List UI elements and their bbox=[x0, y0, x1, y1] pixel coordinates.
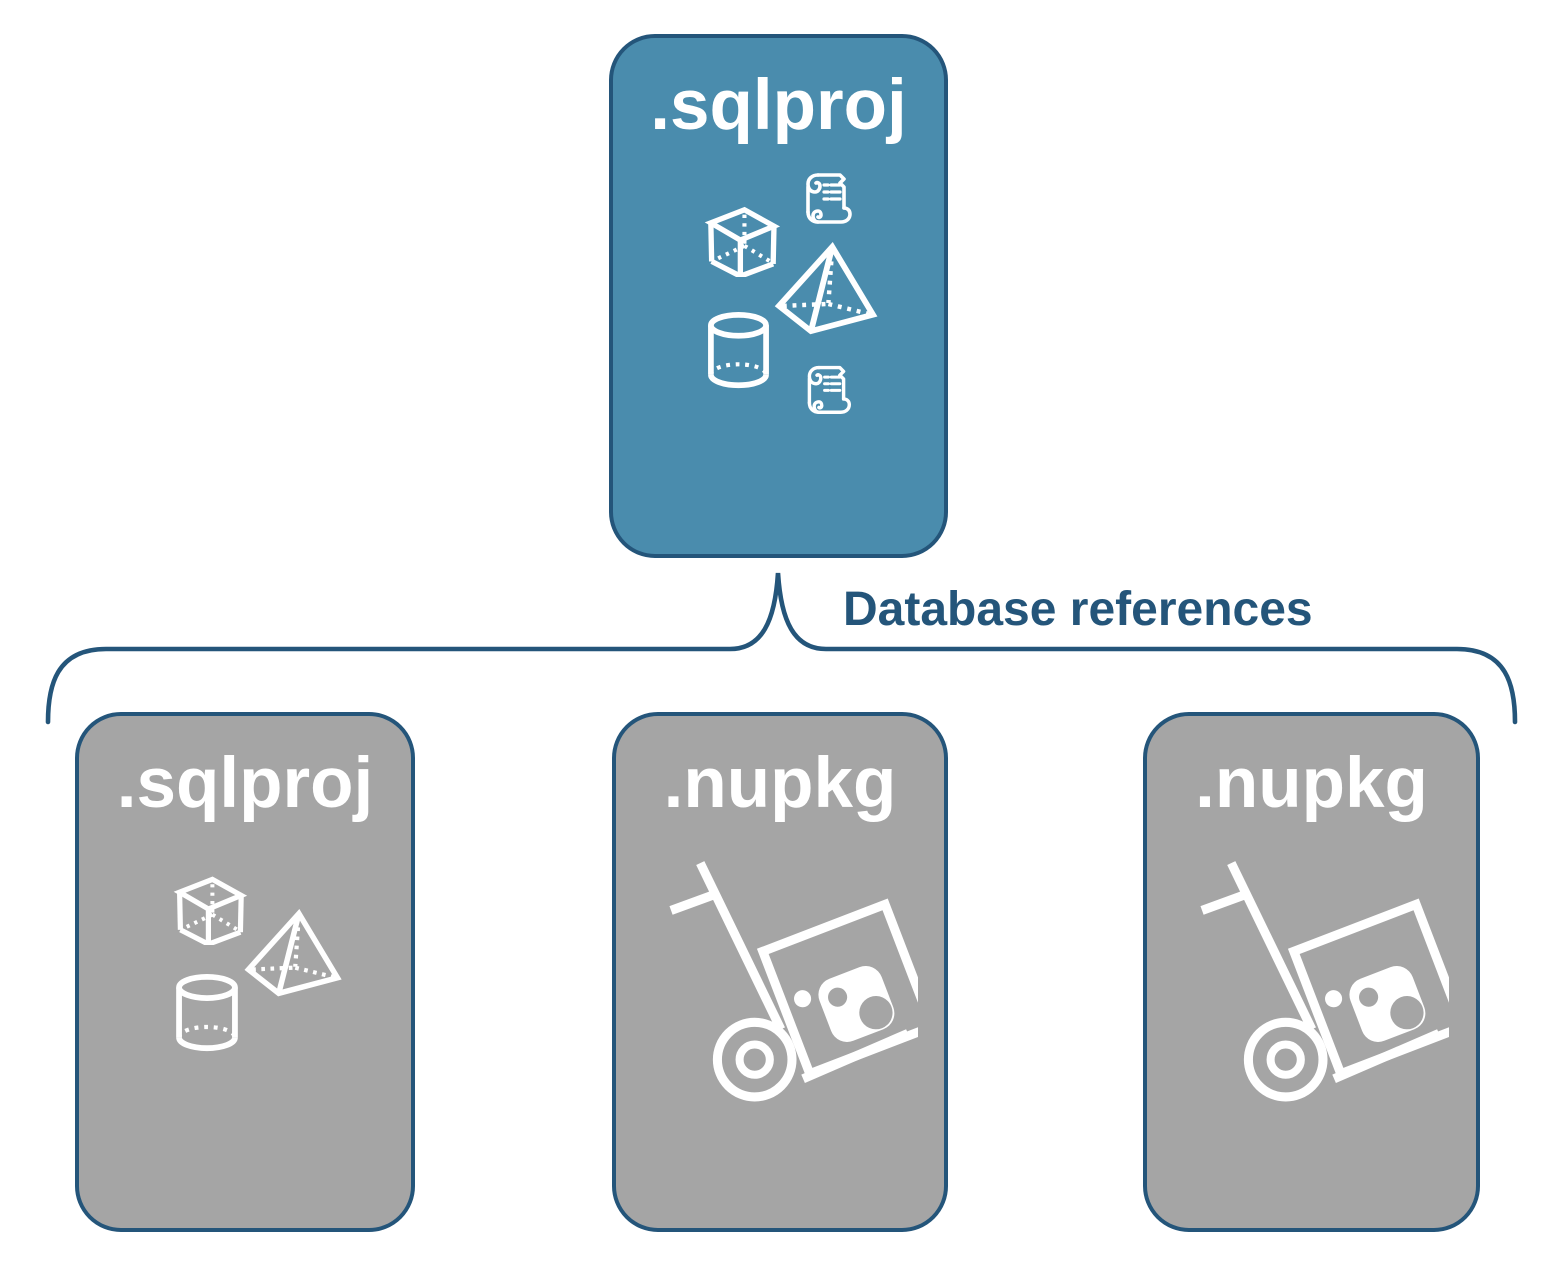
child-nupkg-node-2: .nupkg bbox=[1143, 712, 1480, 1232]
cylinder-icon bbox=[705, 312, 772, 390]
script-scroll-icon bbox=[796, 166, 856, 228]
child-nupkg-node-1: .nupkg bbox=[612, 712, 948, 1232]
child-node-label: .sqlproj bbox=[116, 744, 374, 823]
script-scroll-icon bbox=[798, 359, 855, 418]
brace-label: Database references bbox=[843, 583, 1313, 636]
pyramid-icon bbox=[242, 909, 343, 997]
package-dolly-icon bbox=[666, 860, 918, 1102]
cube-icon bbox=[169, 865, 251, 945]
child-sqlproj-node: .sqlproj bbox=[75, 712, 415, 1232]
root-sqlproj-node: .sqlproj bbox=[609, 34, 948, 558]
child-node-label: .nupkg bbox=[663, 744, 897, 823]
pyramid-icon bbox=[772, 242, 879, 335]
package-dolly-icon bbox=[1197, 860, 1449, 1102]
child-node-label: .nupkg bbox=[1195, 744, 1428, 823]
root-node-label: .sqlproj bbox=[650, 66, 907, 145]
cylinder-icon bbox=[173, 974, 241, 1053]
